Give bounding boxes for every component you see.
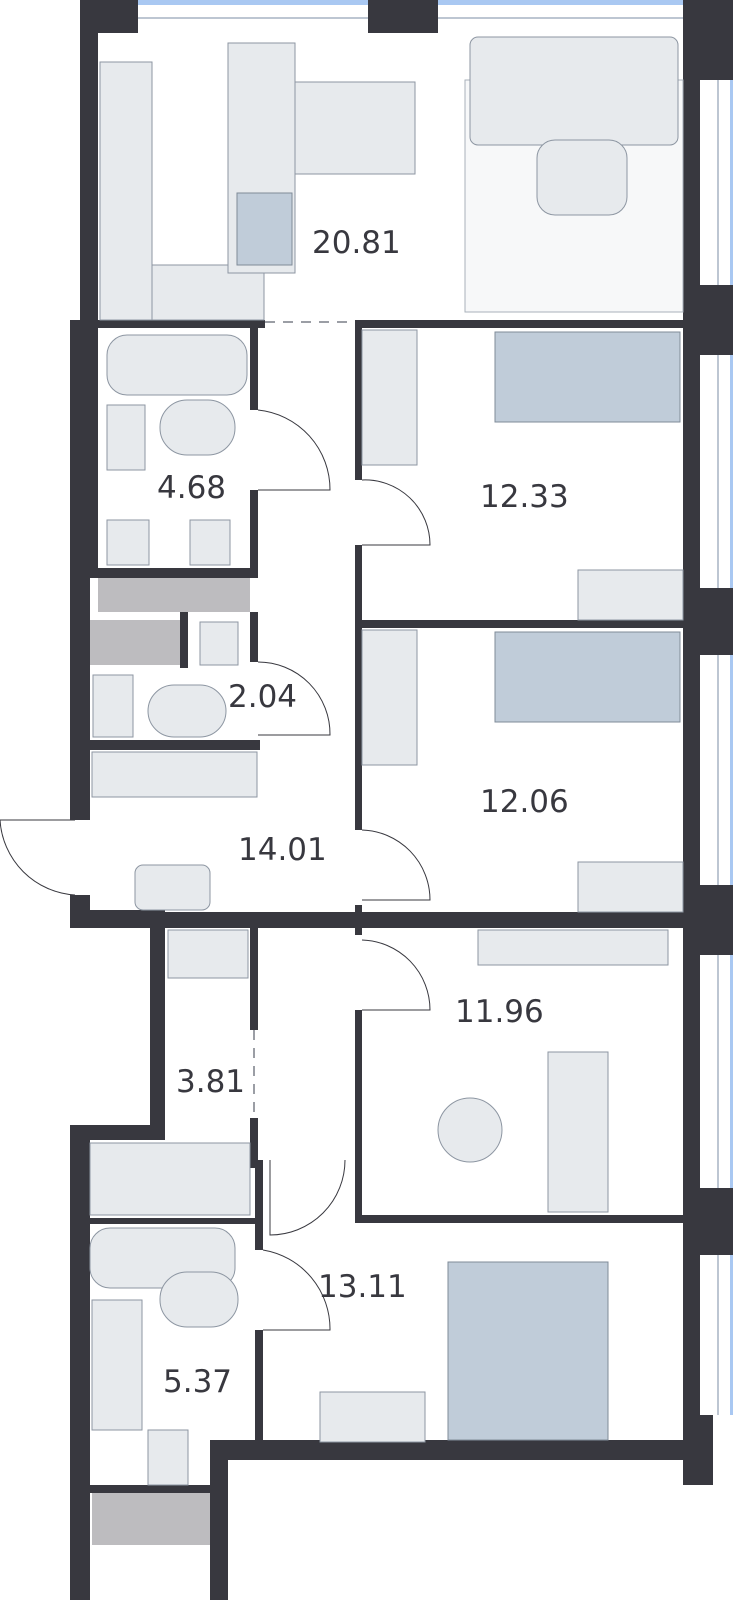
wall-segment: [80, 0, 98, 325]
window-top-left: [138, 0, 368, 5]
wall-segment: [250, 928, 258, 1030]
wall-segment: [90, 328, 98, 576]
sink-2: [92, 674, 134, 738]
washing-machine: [106, 519, 150, 566]
door-swing: [361, 829, 431, 901]
door-swing: [361, 939, 431, 1011]
window-east: [730, 80, 733, 1415]
toilet-2: [199, 621, 239, 666]
area-label-bathroom-2: 5.37: [163, 1364, 232, 1400]
wall-segment: [355, 912, 685, 928]
coffee-table: [536, 139, 628, 216]
wall-segment: [70, 1125, 90, 1600]
toilet: [189, 519, 231, 566]
area-label-toilet: 2.04: [228, 679, 297, 715]
wall-segment: [70, 1125, 165, 1140]
furniture: [89, 36, 684, 1486]
armchair: [437, 1097, 503, 1163]
wall-segment: [150, 928, 165, 1140]
wall-segment: [210, 1440, 710, 1460]
door-swing: [269, 1159, 346, 1236]
ottoman: [134, 864, 211, 911]
area-label-hallway: 14.01: [238, 832, 327, 868]
bathtub: [106, 334, 248, 396]
shoe-rack-2: [89, 1142, 251, 1216]
door-swing: [257, 409, 331, 491]
door-swing: [262, 1249, 331, 1331]
shaft: [90, 620, 180, 665]
shaft: [92, 1493, 210, 1545]
wall-segment: [90, 912, 360, 928]
mat-2: [147, 684, 227, 738]
area-label-kitchen-living: 20.81: [312, 225, 401, 261]
vanity: [319, 1391, 426, 1443]
toilet-3: [147, 1429, 189, 1486]
desk-1: [577, 569, 684, 621]
wall-segment: [90, 1485, 210, 1493]
wall-segment: [210, 1440, 228, 1600]
desk-3: [547, 1051, 609, 1213]
shaft: [98, 578, 250, 612]
wall-segment: [683, 80, 700, 1440]
wall-segment: [250, 328, 258, 410]
wall-segment: [683, 885, 733, 955]
bath-mat: [159, 399, 236, 456]
window-top-right: [438, 0, 683, 5]
wall-segment: [683, 588, 733, 655]
area-labels: 20.81 4.68 12.33 2.04 12.06 14.01 11.96 …: [157, 225, 569, 1400]
radiator: [477, 929, 669, 966]
walls: [70, 0, 733, 1600]
wall-segment: [355, 328, 362, 480]
wall-segment: [90, 740, 260, 750]
wall-segment: [255, 1160, 263, 1250]
area-label-bedroom-2: 12.06: [480, 784, 569, 820]
double-sink: [91, 1299, 143, 1431]
wall-segment: [355, 545, 362, 830]
wall-segment: [180, 612, 188, 668]
mat-3: [159, 1271, 239, 1328]
shoe-rack: [91, 751, 258, 798]
hanger-rail: [167, 929, 249, 979]
wall-segment: [250, 612, 258, 662]
area-label-office: 11.96: [455, 994, 544, 1030]
wall-segment: [255, 1330, 263, 1445]
dining-table: [294, 81, 416, 175]
wall-segment: [90, 568, 258, 578]
area-label-wardrobe: 3.81: [176, 1064, 245, 1100]
bed-2: [494, 631, 681, 723]
cooktop-icon: [236, 192, 293, 266]
wardrobe-2: [361, 629, 418, 766]
wardrobe-1: [361, 329, 418, 466]
door-swing: [361, 479, 431, 546]
doors: [0, 409, 431, 1331]
wall-segment: [250, 1118, 258, 1168]
wall-segment: [355, 1010, 362, 1222]
wall-segment: [683, 0, 733, 80]
door-swing: [0, 819, 76, 896]
wall-segment: [70, 320, 265, 328]
area-label-bathroom-1: 4.68: [157, 470, 226, 506]
kitchen-counter: [99, 61, 153, 321]
area-label-master-bedroom: 13.11: [318, 1269, 407, 1305]
door-swing: [257, 661, 331, 736]
wall-segment: [90, 1218, 258, 1224]
area-label-bedroom-1: 12.33: [480, 479, 569, 515]
sink: [106, 404, 146, 471]
wall-segment: [355, 1215, 685, 1223]
wall-segment: [368, 0, 438, 33]
wall-segment: [70, 320, 90, 820]
desk-2: [577, 861, 684, 913]
wall-segment: [683, 1188, 733, 1255]
wall-segment: [355, 320, 700, 328]
bed-1: [494, 331, 681, 423]
kitchen-cabinet: [151, 264, 265, 321]
wall-segment: [250, 490, 258, 578]
wall-segment: [355, 620, 685, 628]
master-bed: [447, 1261, 609, 1441]
sofa: [469, 36, 679, 146]
